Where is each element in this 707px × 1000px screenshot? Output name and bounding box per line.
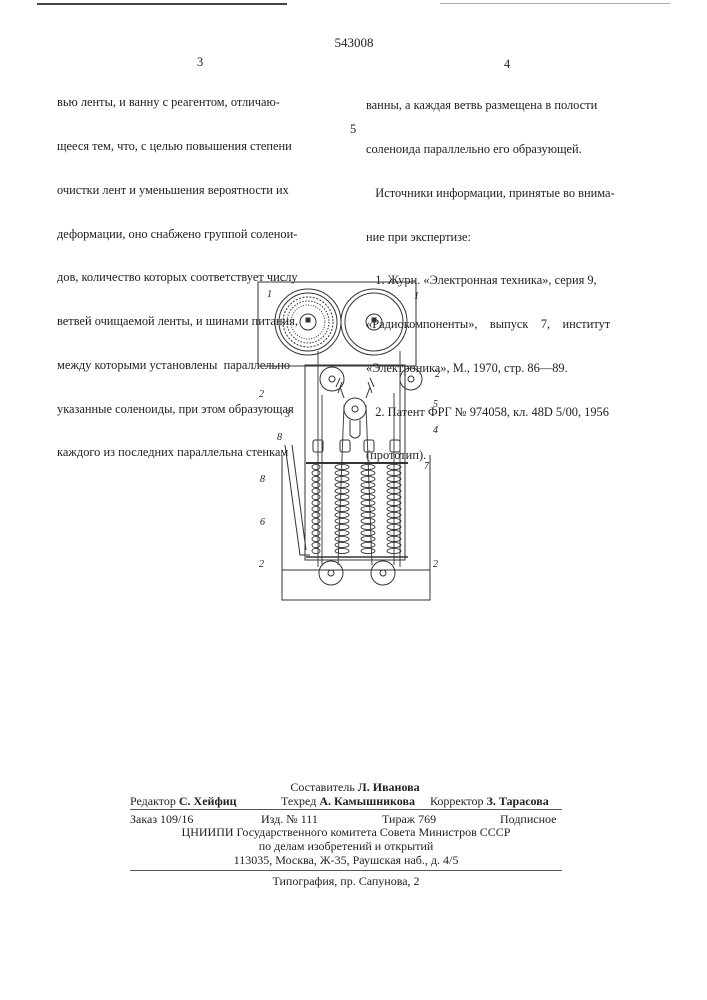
coil-turn [312,548,320,553]
coil-turn [335,542,349,547]
coil-turn [361,536,375,541]
corrector-name: З. Тарасова [487,794,549,808]
coil-turn [361,548,375,553]
label-tensioner: 3 [284,409,290,420]
label-busbar: 7 [424,461,430,472]
coil-turn [335,518,349,523]
left-line: щееся тем, что, с целью повышения степен… [57,139,347,154]
coil-turn [312,464,320,469]
coil-turn [361,524,375,529]
coil-turn [312,512,320,517]
patent-number: 543008 [304,36,404,51]
coil-turn [361,482,375,487]
coil-turn [335,482,349,487]
coil-turn [335,512,349,517]
compiler-name: Л. Иванова [358,780,420,794]
bath-outer [282,455,430,600]
org-line-3: 113035, Москва, Ж-35, Раушская наб., д. … [130,853,562,867]
roller-bottom-left [319,561,343,585]
editor-label: Редактор [130,794,176,808]
device-figure: 1 1 2 2 3 5 4 7 8 8 6 2 2 [240,275,450,610]
label-roller-top-right: 2 [435,369,440,380]
compiler-label: Составитель [290,780,354,794]
techred-label: Техред [281,794,316,808]
compiler-line: Составитель Л. Иванова [200,780,510,794]
corrector-line: Корректор З. Тарасова [430,794,549,808]
coil-turn [335,494,349,499]
roller-top-right [400,368,422,390]
org-line-1: ЦНИИПИ Государственного комитета Совета … [130,825,562,839]
label-roller-top-left: 2 [259,389,264,400]
org-line-2: по делам изобретений и открытий [130,839,562,853]
right-line: ванны, а каждая ветвь размещена в полост… [366,98,666,113]
right-line: соленоида параллельно его образующей. [366,142,666,157]
techred-line: Техред А. Камышникова [281,794,415,808]
top-rule-right [440,3,670,4]
coil-turn [312,518,320,523]
label-wall-top: 8 [277,432,282,443]
coil-turn [312,500,320,505]
coil-turn [335,488,349,493]
editor-name: С. Хейфиц [179,794,237,808]
roller-bottom-right [371,561,395,585]
coil-turn [335,530,349,535]
coil-turn [312,482,320,487]
corrector-label: Корректор [430,794,484,808]
coil-turn [361,488,375,493]
coil-turn [335,536,349,541]
coil-turn [312,542,320,547]
line-marker: 5 [350,122,356,137]
coil-turn [312,488,320,493]
coil-turn [361,530,375,535]
coil-turn [361,500,375,505]
coil-turn [312,530,320,535]
techred-name: А. Камышникова [319,794,415,808]
inclined-wall [285,445,310,555]
coil-turn [361,542,375,547]
label-reel-right: 1 [414,291,419,302]
label-roller-bottom-right: 2 [433,559,438,570]
coil-turn [361,512,375,517]
right-line: Источники информации, принятые во внима- [366,186,666,201]
top-rule-left [37,3,287,5]
left-line: вью ленты, и ванну с реагентом, отличаю- [57,95,347,110]
coil-turn [361,494,375,499]
label-solenoid: 4 [433,425,438,436]
coil-turn [312,470,320,475]
imprint-rule-1 [130,809,562,810]
coil-turn [361,506,375,511]
solenoid-symbols [313,440,400,452]
coil-turn [335,506,349,511]
reel-right [341,289,407,355]
imprint-rule-2 [130,870,562,871]
coil-turn [312,476,320,481]
coil-turn [335,500,349,505]
coil-turn [312,494,320,499]
coil-turn [361,518,375,523]
coil-turn [312,536,320,541]
label-bus: 5 [433,399,438,410]
reel-left [275,289,341,355]
label-bath: 6 [260,517,265,528]
coil-turn [335,548,349,553]
label-wall: 8 [260,474,265,485]
coil-turn [312,524,320,529]
right-line: ние при экспертизе: [366,230,666,245]
printing-house: Типография, пр. Сапунова, 2 [130,874,562,888]
solenoid-coils [312,464,401,553]
coil-turn [361,476,375,481]
editor-line: Редактор С. Хейфиц [130,794,237,808]
coil-turn [335,476,349,481]
coil-turn [312,506,320,511]
label-reel-left: 1 [267,289,272,300]
coil-turn [335,524,349,529]
label-roller-bottom-left: 2 [259,559,264,570]
left-line: очистки лент и уменьшения вероятности их [57,183,347,198]
tensioner [336,378,374,438]
left-line: деформации, оно снабжено группой соленои… [57,227,347,242]
